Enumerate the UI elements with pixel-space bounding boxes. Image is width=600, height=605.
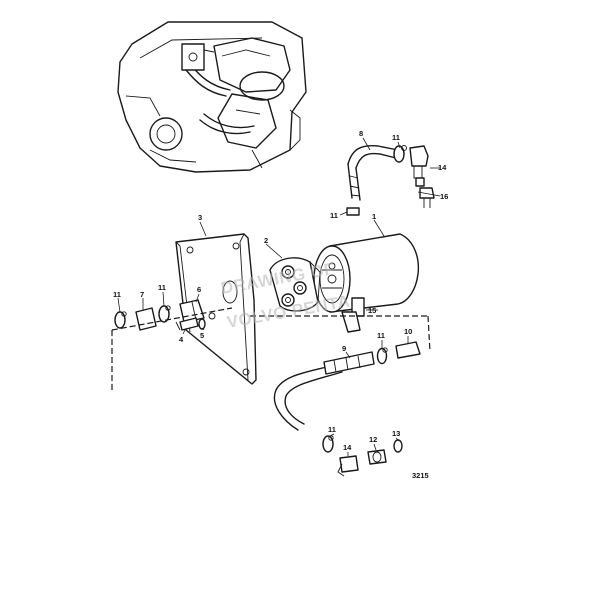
callout-9: 9 (342, 344, 346, 353)
left-fittings (114, 299, 206, 331)
callout-11-bottom: 11 (328, 425, 336, 434)
callout-16: 16 (440, 192, 448, 201)
engine-overview (117, 21, 307, 173)
filter-head (269, 257, 321, 312)
callout-12: 12 (369, 435, 377, 444)
callout-3: 3 (198, 213, 202, 222)
callout-6: 6 (197, 285, 201, 294)
bracket-plate (175, 233, 257, 385)
callout-2: 2 (264, 236, 268, 245)
callout-15: 15 (368, 306, 376, 315)
callout-11-mid: 11 (330, 211, 338, 220)
callout-14-bottom: 14 (343, 443, 352, 452)
lower-hose-assembly (111, 307, 431, 477)
callout-5: 5 (200, 331, 204, 340)
callout-4: 4 (179, 335, 184, 344)
callout-11-right: 11 (377, 331, 385, 340)
callout-labels: 8 11 14 16 11 1 3 2 15 11 7 11 6 4 5 9 1… (113, 129, 448, 452)
callout-10: 10 (404, 327, 412, 336)
leader-lines (117, 137, 441, 456)
figure-number: 3215 (412, 471, 429, 480)
callout-11-left-b: 11 (158, 283, 166, 292)
fuel-filter (313, 233, 420, 333)
callout-7: 7 (140, 290, 144, 299)
upper-hose-assembly (346, 144, 435, 216)
callout-14-top: 14 (438, 163, 447, 172)
callout-8: 8 (359, 129, 363, 138)
callout-1: 1 (372, 212, 376, 221)
callout-13: 13 (392, 429, 400, 438)
callout-11-left-a: 11 (113, 290, 121, 299)
callout-11-top: 11 (392, 133, 400, 142)
